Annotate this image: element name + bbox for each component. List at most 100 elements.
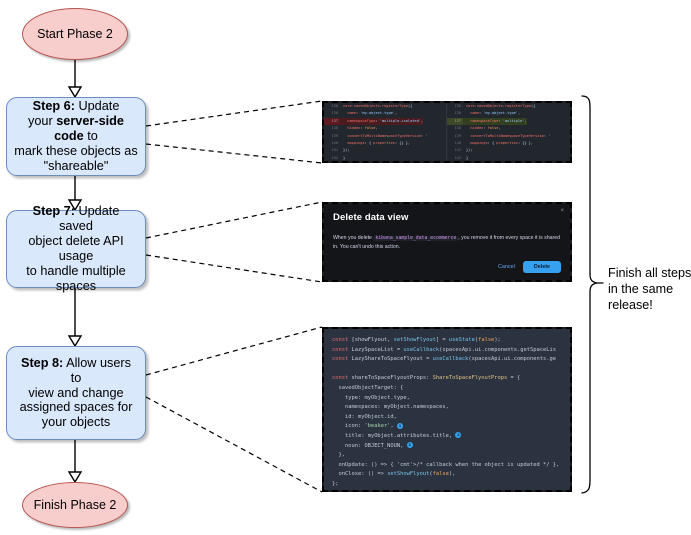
diff-line-number: 136 bbox=[324, 110, 340, 118]
delete-button[interactable]: Delete bbox=[522, 261, 561, 273]
close-icon[interactable]: × bbox=[560, 208, 564, 214]
step-8-line2: view and change bbox=[28, 385, 124, 400]
modal-actions: Cancel Delete bbox=[498, 261, 561, 273]
step-6-strong2: server-side code bbox=[54, 114, 124, 144]
diff-line-code: } bbox=[466, 155, 469, 160]
step-7-line1: Update saved bbox=[59, 204, 120, 234]
diff-line: 142} bbox=[447, 154, 570, 161]
release-note-label: Finish all steps in the same release! bbox=[608, 266, 691, 313]
code-line: const LazyShareToSpaceFlyout = useCallba… bbox=[332, 356, 556, 363]
diff-line-code: hidden: false, bbox=[470, 126, 501, 131]
diff-line: 140 mappings: { properties: {} }, bbox=[324, 139, 446, 148]
diff-line: 139 convertToMultiNamespaceTypeVersion: … bbox=[447, 132, 570, 140]
code-line: }, bbox=[332, 452, 345, 459]
diff-line-number: 140 bbox=[324, 139, 340, 148]
diff-line: 137 namespaceType: 'multiple-isolated', bbox=[324, 117, 446, 126]
step-7-strong: Step 7: bbox=[32, 204, 75, 219]
data-view-name-chip: kibana_sample_data_ecommerce bbox=[373, 236, 459, 241]
step-6-strong: Step 6: bbox=[32, 99, 75, 114]
diff-line-code: } bbox=[343, 155, 346, 160]
code-annotation-badge: 1 bbox=[396, 422, 403, 429]
step-8-strong: Step 8: bbox=[20, 355, 64, 370]
diff-line-number: 139 bbox=[447, 132, 463, 140]
diff-line-number: 140 bbox=[447, 139, 463, 148]
code-line: id: myObject.id, bbox=[332, 413, 397, 420]
diff-line-code: convertToMultiNamespaceTypeVersion: ' bbox=[347, 133, 428, 138]
diff-line-code: convertToMultiNamespaceTypeVersion: ' bbox=[470, 133, 551, 138]
step-7-line3: to handle multiple spaces bbox=[26, 263, 126, 293]
diff-line-code: namespaceType: 'multiple', bbox=[463, 117, 527, 126]
diff-line: 137 namespaceType: 'multiple', bbox=[447, 117, 570, 126]
step-6-line3: mark these objects as bbox=[14, 144, 138, 158]
modal-body-part2: , you remove it from every space it is s… bbox=[333, 235, 561, 250]
code-line: const shareToSpaceFlyoutProps: ShareToSp… bbox=[332, 375, 521, 382]
cancel-button[interactable]: Cancel bbox=[498, 264, 515, 270]
code-line: savedObjectTarget: { bbox=[332, 384, 404, 391]
finish-terminal: Finish Phase 2 bbox=[22, 482, 128, 528]
diff-line-code: }); bbox=[466, 148, 473, 153]
diff-line-code: namespaceType: 'multiple-isolated', bbox=[340, 117, 424, 126]
step-6-box[interactable]: Step 6: Update your server-side code to … bbox=[6, 97, 146, 176]
modal-body-text: When you delete kibana_sample_data_ecomm… bbox=[333, 234, 561, 251]
diff-line-number: 139 bbox=[324, 132, 340, 140]
diff-line-code: hidden: false, bbox=[347, 126, 378, 131]
delete-data-view-modal-screenshot: × Delete data view When you delete kiban… bbox=[322, 202, 572, 282]
step-6-line2a: your bbox=[28, 114, 57, 129]
diff-line-number: 141 bbox=[447, 147, 463, 155]
step-7-line2: object delete API usage bbox=[28, 234, 124, 263]
code-block: const [showFlyout, setShowFlyout] = useS… bbox=[324, 329, 570, 490]
step-8-box[interactable]: Step 8: Allow users to view and change a… bbox=[6, 346, 146, 440]
diff-line: 141}); bbox=[324, 147, 446, 155]
modal-body-part1: When you delete bbox=[333, 235, 374, 241]
diff-line-number: 136 bbox=[447, 103, 463, 111]
step-8-line1: Allow users to bbox=[63, 355, 131, 385]
code-line: icon: 'beaker', 1 bbox=[332, 422, 403, 430]
diff-line: 142} bbox=[324, 154, 446, 161]
diff-line-number: 137 bbox=[324, 117, 340, 126]
start-terminal-label: Start Phase 2 bbox=[37, 26, 113, 41]
diff-line-number: 137 bbox=[447, 117, 463, 126]
diff-line-code: core.savedObjects.registerType({ bbox=[343, 104, 413, 108]
diff-line: 136 name: 'my-object-type', bbox=[447, 110, 570, 118]
diff-line: 141}); bbox=[447, 147, 570, 155]
diff-line-number: 142 bbox=[447, 154, 463, 161]
finish-terminal-label: Finish Phase 2 bbox=[33, 497, 117, 512]
share-to-space-flyout-code-screenshot: const [showFlyout, setShowFlyout] = useS… bbox=[322, 327, 572, 492]
code-line: onUpdate: () => { 'cmt'>/* callback when… bbox=[332, 461, 550, 468]
code-line: }; bbox=[332, 480, 339, 487]
diff-line: 140 mappings: { properties: {} }, bbox=[447, 139, 570, 148]
step-7-box[interactable]: Step 7: Update saved object delete API u… bbox=[6, 204, 146, 293]
step-6-line2b: to bbox=[83, 129, 98, 144]
step-8-line3: assigned spaces for bbox=[19, 400, 133, 415]
diff-line-number: 138 bbox=[324, 125, 340, 133]
diff-line: 138 hidden: false, bbox=[324, 125, 446, 133]
diff-line-code: name: 'my-object-type', bbox=[470, 111, 521, 116]
diff-line: 138 hidden: false, bbox=[447, 125, 570, 133]
code-line: title: myObject.attributes.title, 2 bbox=[332, 432, 462, 439]
start-terminal: Start Phase 2 bbox=[22, 8, 128, 60]
diff-line: 139 convertToMultiNamespaceTypeVersion: … bbox=[324, 132, 446, 140]
diff-line-number: 136 bbox=[447, 110, 463, 118]
code-line: const LazySpaceList = useCallback(spaces… bbox=[332, 346, 556, 353]
step-6-line4: "shareable" bbox=[43, 158, 109, 173]
diff-line-number: 141 bbox=[324, 147, 340, 155]
step-8-line4: your objects bbox=[41, 415, 111, 430]
diff-line-code: mappings: { properties: {} }, bbox=[347, 140, 411, 145]
code-line: type: myObject.type, bbox=[332, 394, 410, 401]
code-line: onClose: () => setShowFlyout(false), bbox=[332, 471, 456, 478]
code-line: noun: OBJECT_NOUN, 3 bbox=[332, 442, 413, 449]
diff-line-code: mappings: { properties: {} }, bbox=[470, 140, 534, 145]
code-line: namespaces: myObject.namespaces, bbox=[332, 404, 449, 411]
diff-line-number: 142 bbox=[324, 154, 340, 161]
diff-line-number: 138 bbox=[447, 125, 463, 133]
code-line bbox=[332, 366, 335, 372]
diff-line-code: }); bbox=[343, 148, 350, 153]
diff-line: 136 name: 'my-object-type', bbox=[324, 110, 446, 118]
diff-line-number: 136 bbox=[324, 103, 340, 111]
step-6-line1: Update bbox=[74, 99, 120, 114]
